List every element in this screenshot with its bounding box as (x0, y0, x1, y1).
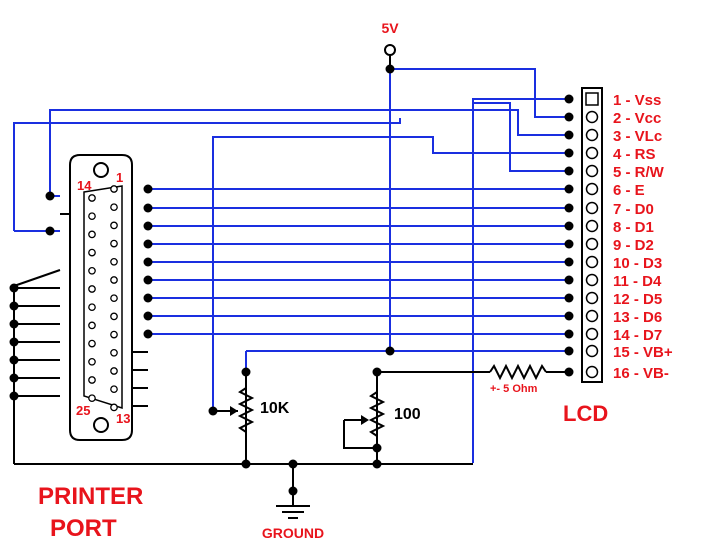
resistor-zigzag (489, 363, 547, 381)
pot-10k-element (237, 387, 255, 433)
lcd-header-pins (585, 110, 599, 379)
db25-pin-top-10 (110, 348, 118, 357)
lcd-pin-label-9: 9 - D2 (613, 237, 654, 254)
lcd-pin-label-13: 13 - D6 (613, 309, 662, 326)
lcd-pin-label-3: 3 - VLc (613, 128, 662, 145)
junction-dots (9, 64, 574, 496)
lcd-pin-label-15: 15 - VB+ (613, 344, 673, 361)
db25-pin-bottom-22 (88, 339, 96, 348)
db25-pin-top-11 (110, 367, 118, 375)
lcd-pin-label-5: 5 - R/W (613, 164, 665, 181)
pot-100-label: 100 (394, 406, 421, 423)
lcd-header-pin-8 (585, 219, 599, 233)
lcd-header-pin-11 (585, 273, 599, 287)
lcd-label: LCD (563, 401, 608, 426)
ground-label: GROUND (262, 525, 324, 541)
db25-pin-bottom-23 (88, 357, 96, 366)
connector-pin25-label: 25 (76, 403, 90, 418)
db25-pin-top-4 (110, 239, 118, 248)
db25-pin-top-1 (110, 185, 118, 193)
connector-pin14-label: 14 (77, 178, 92, 193)
lcd-pin-label-14: 14 - D7 (613, 327, 662, 344)
db25-pin-top-12 (110, 385, 118, 394)
db25-pin-top-9 (110, 330, 118, 339)
lcd-header-pin-13 (585, 309, 599, 323)
lcd-pin-label-12: 12 - D5 (613, 291, 662, 308)
lcd-header-pin-14 (585, 327, 599, 341)
ground-symbol (276, 505, 310, 519)
lcd-pin-label-11: 11 - D4 (613, 273, 662, 290)
db25-pin-bottom-20 (88, 303, 96, 312)
lcd-pin-label-7: 7 - D0 (613, 201, 654, 218)
lcd-header-pin-16 (585, 365, 599, 379)
lcd-pin-label-1: 1 - Vss (613, 92, 661, 109)
lcd-header-pin-12 (585, 291, 599, 305)
db25-pin-top-6 (110, 276, 118, 284)
pot-10k-label: 10K (260, 400, 290, 417)
db25-connector (69, 154, 133, 441)
db25-pin-bottom-25 (88, 394, 96, 403)
lcd-header-pin-5 (585, 164, 599, 178)
lcd-pin-label-2: 2 - Vcc (613, 110, 661, 127)
db25-pin-bottom-19 (88, 285, 96, 293)
lcd-header-pin-9 (585, 237, 599, 251)
db25-pin-bottom-14 (88, 194, 96, 202)
supply-label: 5V (381, 20, 399, 36)
db25-pin-top-13 (110, 403, 118, 412)
db25-pin-bottom-17 (88, 248, 96, 257)
lcd-pin-label-6: 6 - E (613, 182, 645, 199)
lcd-pin-label-8: 8 - D1 (613, 219, 654, 236)
lcd-header-pin-10 (585, 255, 599, 269)
db25-pin-bottom-15 (88, 212, 96, 221)
lcd-header-pin-2 (585, 110, 599, 124)
pot-10k-wiper-arrow (230, 406, 238, 416)
db25-pin-bottom-24 (88, 376, 96, 384)
db25-pin-bottom-16 (88, 230, 96, 239)
lcd-header (581, 87, 603, 383)
lcd-header-pin-3 (585, 128, 599, 142)
lcd-pin-label-10: 10 - D3 (613, 255, 662, 272)
db25-pin-bottom-18 (88, 266, 96, 275)
pot-100-wiper-arrow (361, 415, 369, 425)
db25-pins (88, 185, 118, 412)
lcd-header-pin-4 (585, 146, 599, 160)
db25-pin-top-7 (110, 294, 118, 303)
lcd-header-pin-15 (585, 344, 599, 358)
printer-port-label-line2: PORT (50, 515, 117, 542)
lcd-header-pin-7 (585, 201, 599, 215)
lcd-pin-label-4: 4 - RS (613, 146, 656, 163)
resistor-label: +- 5 Ohm (490, 383, 538, 395)
blue-wires (13, 68, 569, 463)
db25-pin-top-2 (110, 203, 118, 212)
lcd-header-pin-6 (585, 182, 599, 196)
connector-pin13-label: 13 (116, 411, 130, 426)
db25-pin-bottom-21 (88, 321, 96, 330)
lcd-pin-label-16: 16 - VB- (613, 365, 669, 382)
pot-100-element (368, 391, 386, 437)
db25-pin-top-5 (110, 257, 118, 266)
db25-pin-top-3 (110, 221, 118, 230)
db25-pin-top-8 (110, 312, 118, 321)
supply-terminal (384, 44, 396, 56)
connector-pin1-label: 1 (116, 170, 123, 185)
printer-port-label-line1: PRINTER (38, 483, 143, 510)
